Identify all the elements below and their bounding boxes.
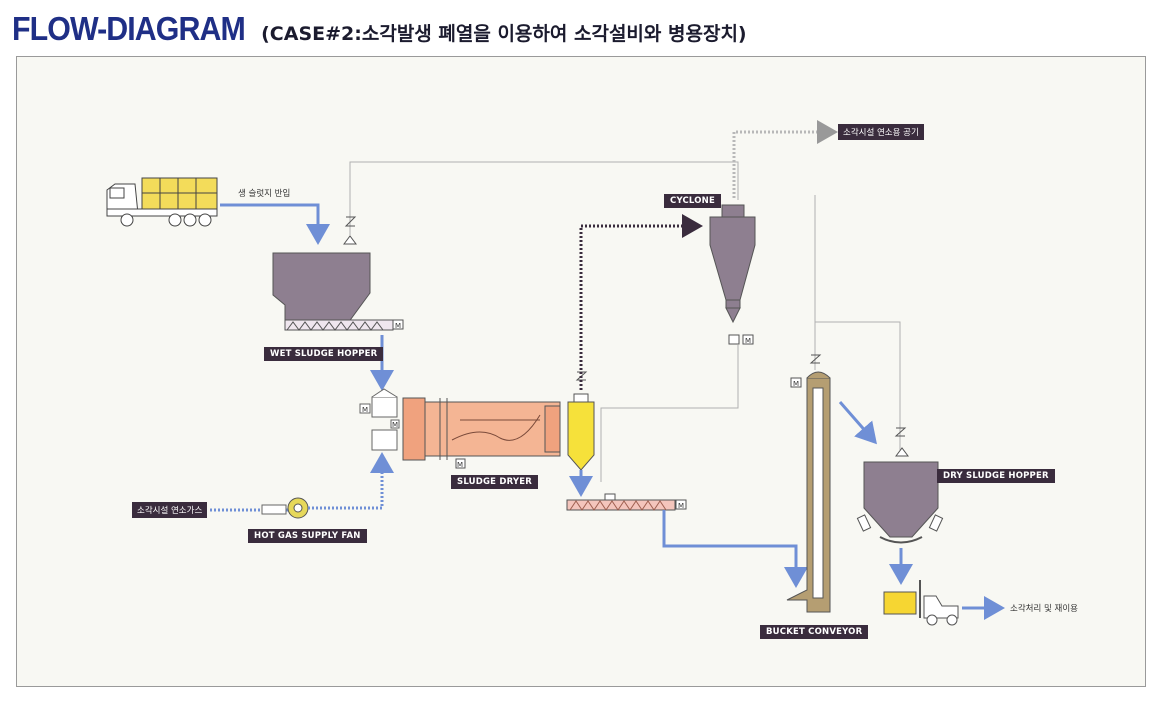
label-hot-gas-supply-fan: HOT GAS SUPPLY FAN xyxy=(248,529,367,543)
cyclone: M xyxy=(709,204,756,345)
wet-sludge-hopper: M xyxy=(272,252,404,331)
label-dry-sludge-hopper: DRY SLUDGE HOPPER xyxy=(937,469,1055,483)
incinerator-air-line xyxy=(732,120,838,198)
truck-icon xyxy=(106,177,218,227)
label-wet-sludge-hopper: WET SLUDGE HOPPER xyxy=(264,347,384,361)
dryer-to-cyclone-line xyxy=(579,214,703,390)
page-title: FLOW-DIAGRAM xyxy=(12,10,246,47)
svg-text:M: M xyxy=(395,322,401,330)
label-incinerator-air: 소각시설 연소용 공기 xyxy=(838,124,924,140)
screw-conveyor: M xyxy=(566,493,687,511)
dry-sludge-hopper xyxy=(856,427,944,544)
svg-text:M: M xyxy=(362,406,368,414)
label-raw-sludge-in: 생 슬럿지 반입 xyxy=(238,189,291,199)
sludge-dryer: M xyxy=(402,397,561,469)
forklift-icon xyxy=(883,580,959,626)
svg-text:M: M xyxy=(457,461,463,469)
separator-column xyxy=(567,371,595,471)
label-sludge-dryer: SLUDGE DRYER xyxy=(451,475,538,489)
label-cyclone: CYCLONE xyxy=(664,194,721,208)
fan-to-dryer-line xyxy=(308,452,394,510)
svg-text:M: M xyxy=(678,502,684,510)
svg-text:M: M xyxy=(793,380,799,388)
svg-text:M: M xyxy=(392,421,398,429)
label-bucket-conveyor: BUCKET CONVEYOR xyxy=(760,625,869,639)
label-disposal-reuse: 소각처리 및 재이용 xyxy=(1010,604,1078,614)
page-subtitle: (CASE#2:소각발생 폐열을 이용하여 소각설비와 병용장치) xyxy=(261,23,747,45)
bucket-conveyor: M xyxy=(786,354,831,613)
air-duct-lines xyxy=(349,161,901,482)
sludge-in-arrow xyxy=(220,203,330,245)
dryer-feeder: M M xyxy=(359,388,400,451)
label-incinerator-gas: 소각시설 연소가스 xyxy=(132,502,208,518)
valve-icon xyxy=(343,216,357,245)
title-row: FLOW-DIAGRAM (CASE#2:소각발생 폐열을 이용하여 소각설비와… xyxy=(12,10,747,50)
fan-icon xyxy=(261,497,309,519)
svg-text:M: M xyxy=(745,337,751,345)
bucket-to-hopper-arrow xyxy=(838,401,877,445)
conveyor-to-bucket-arrow xyxy=(662,510,808,588)
